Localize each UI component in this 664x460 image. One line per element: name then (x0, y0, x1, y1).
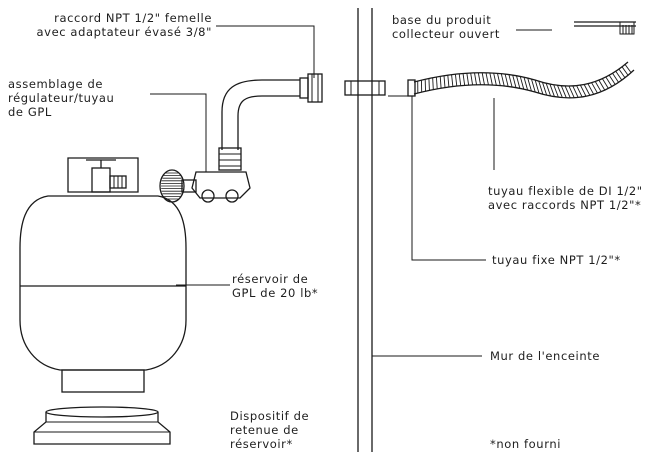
label-npt-fitting: raccord NPT 1/2" femelle avec adaptateur… (36, 11, 212, 39)
product-base-part (574, 21, 636, 35)
enclosure-wall (357, 8, 373, 452)
fixed-pipe-fitting (344, 80, 386, 96)
leader-lines (150, 25, 552, 357)
label-product-base: base du produit collecteur ouvert (392, 13, 501, 41)
label-enclosure-wall: Mur de l'enceinte (490, 349, 601, 363)
label-not-supplied-note: *non fourni (490, 437, 562, 451)
flex-hose-part (407, 61, 635, 99)
label-fixed-pipe: tuyau fixe NPT 1/2"* (492, 253, 621, 267)
label-lpg-tank: réservoir de GPL de 20 lb* (232, 272, 319, 300)
label-flex-hose: tuyau flexible de DI 1/2" avec raccords … (488, 184, 643, 212)
regulator-assembly-part (159, 79, 300, 203)
lpg-tank-part (19, 157, 187, 393)
tank-retainer-part (33, 406, 171, 445)
label-tank-retainer: Dispositif de retenue de réservoir* (230, 409, 310, 451)
label-regulator-assembly: assemblage de régulateur/tuyau de GPL (8, 77, 115, 119)
npt-fitting-part (299, 73, 323, 103)
